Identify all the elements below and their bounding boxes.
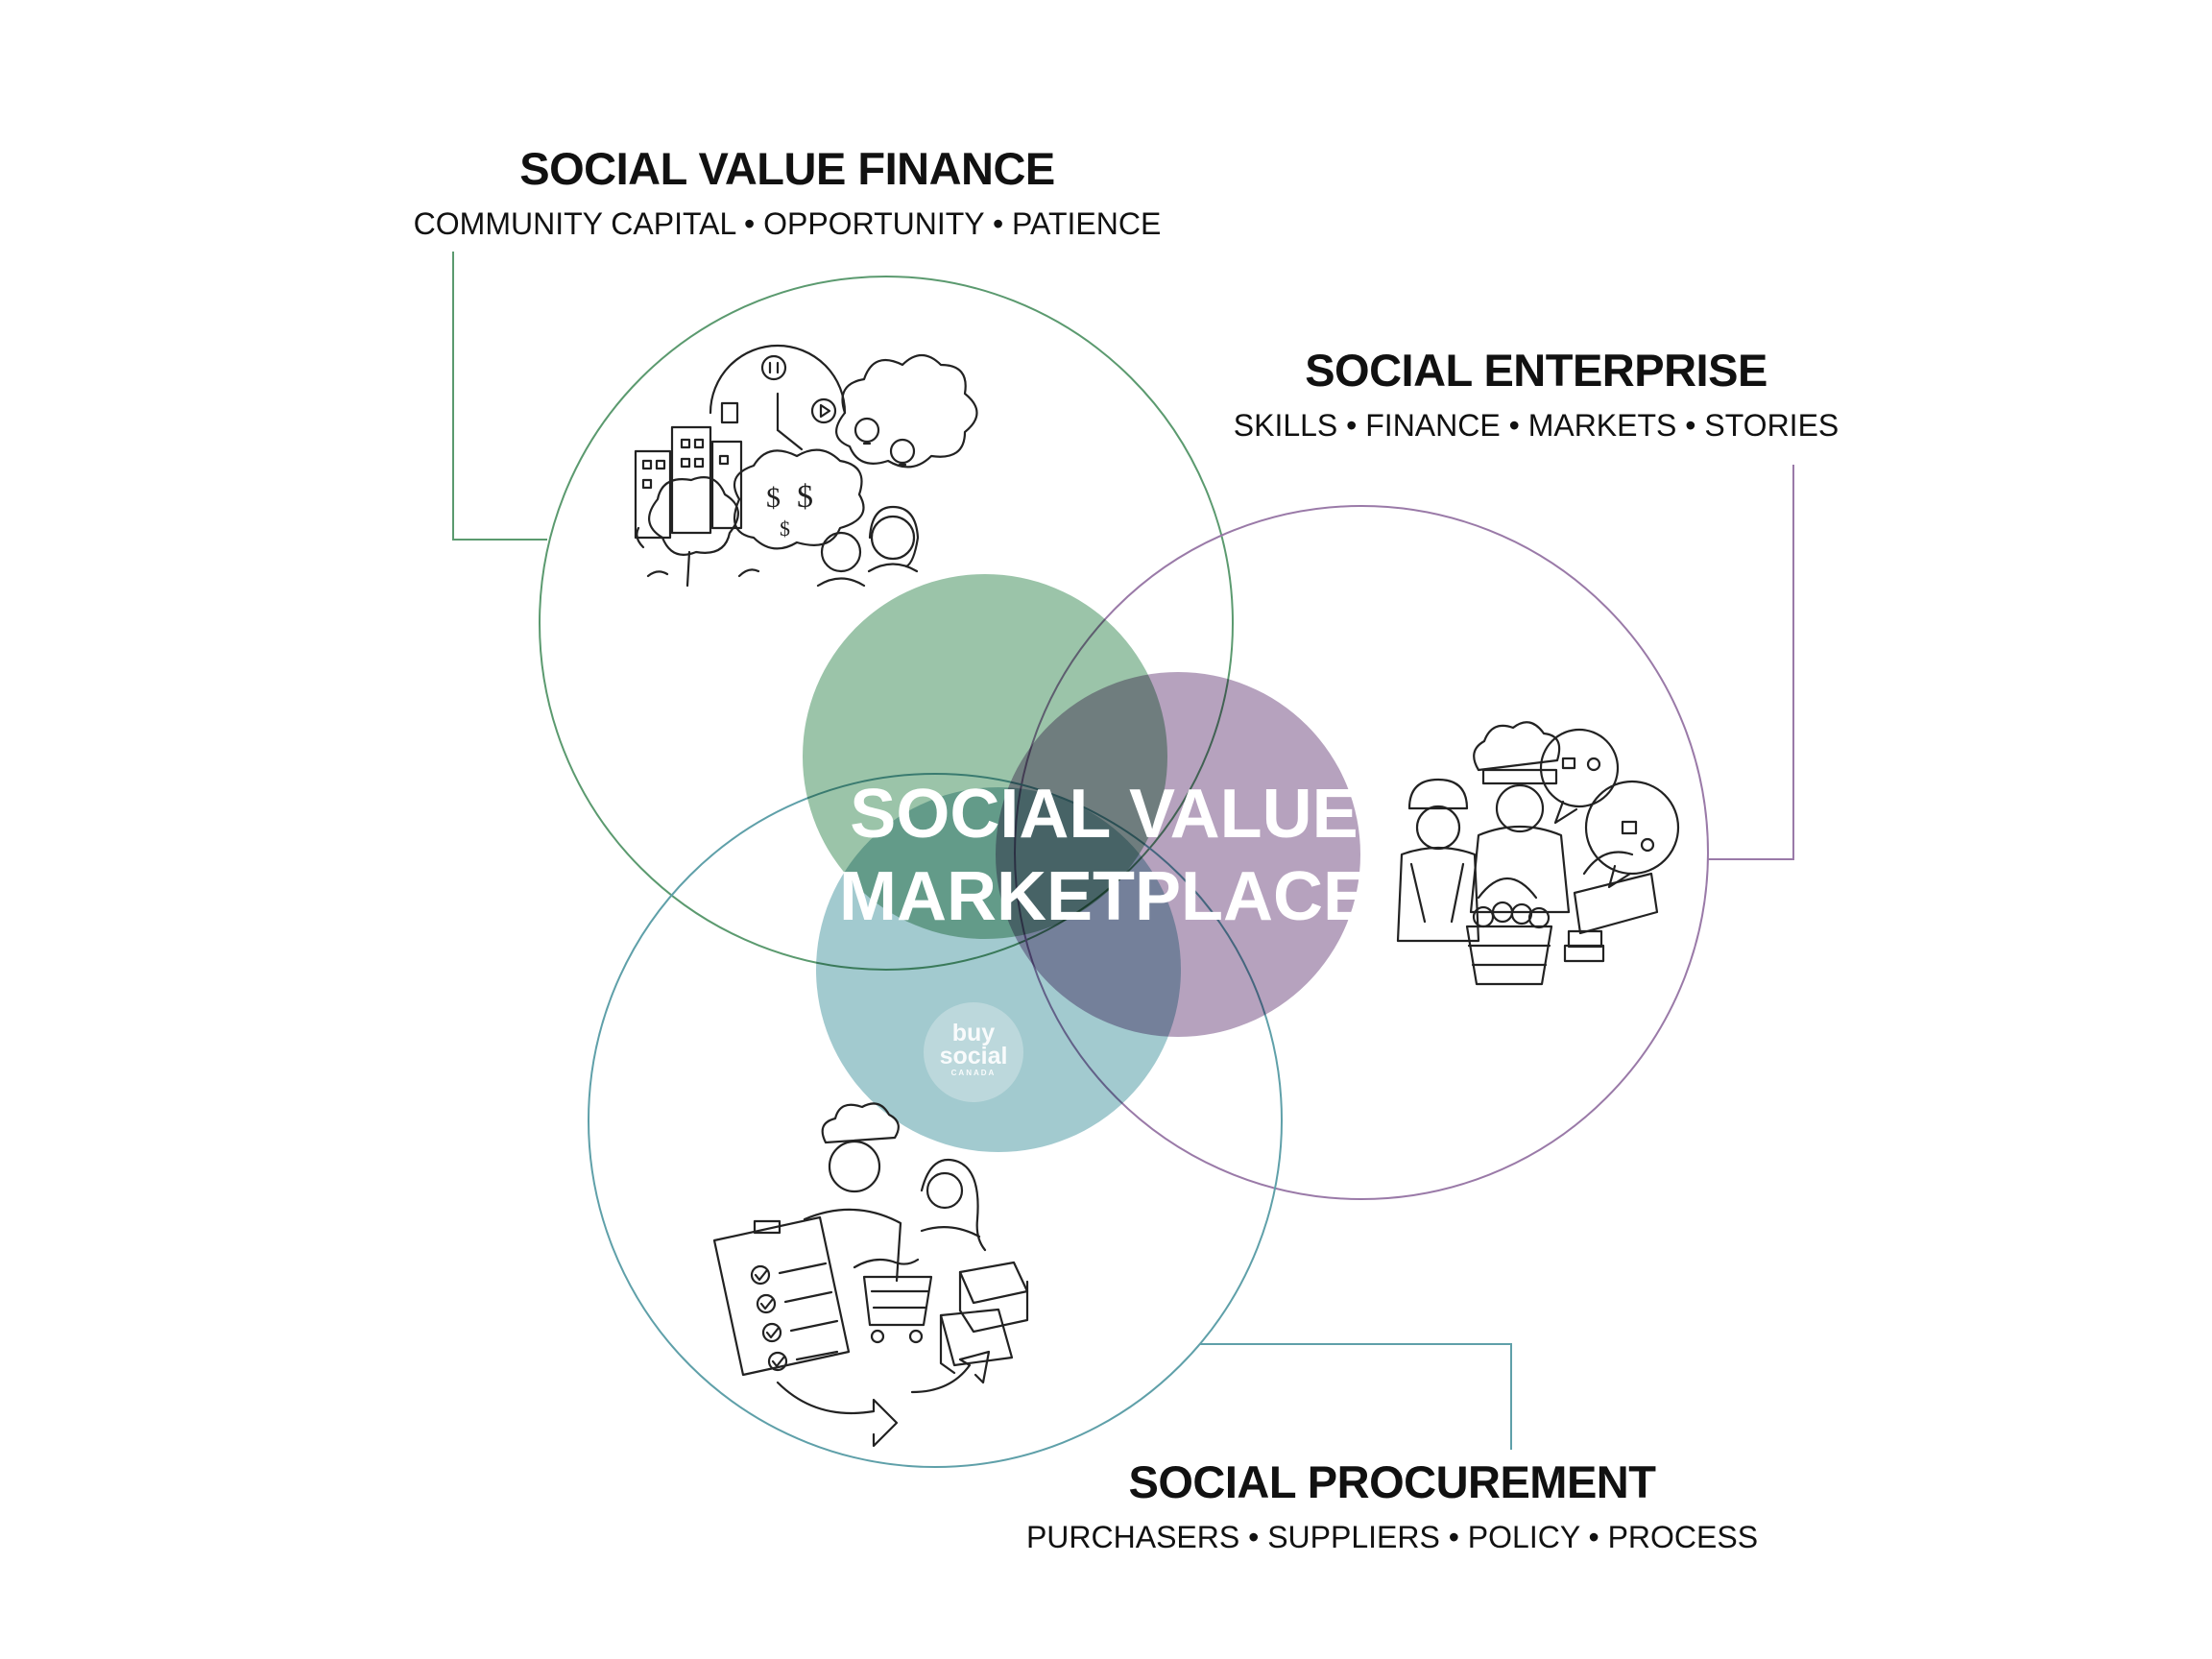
finance-label: SOCIAL VALUE FINANCE COMMUNITY CAPITAL •…	[365, 146, 1210, 239]
enterprise-illustration	[1396, 721, 1680, 986]
procurement-connector-line	[1200, 1343, 1512, 1450]
procurement-subtitle: PURCHASERS • SUPPLIERS • POLICY • PROCES…	[1025, 1520, 1759, 1554]
procurement-title: SOCIAL PROCUREMENT	[1128, 1456, 1656, 1507]
center-title-line1: SOCIAL VALUE	[850, 776, 1358, 853]
finance-connector-line	[452, 252, 547, 541]
svg-text:$: $	[797, 479, 813, 515]
central-venn	[803, 574, 1360, 1152]
svg-text:$: $	[780, 517, 790, 541]
procurement-label: SOCIAL PROCUREMENT PURCHASERS • SUPPLIER…	[970, 1459, 1815, 1552]
center-title-line2: MARKETPLACE	[839, 858, 1369, 935]
logo-line2: social	[939, 1043, 1008, 1070]
finance-title: SOCIAL VALUE FINANCE	[519, 143, 1055, 194]
buy-social-logo: buy social CANADA	[924, 1002, 1023, 1102]
svg-text:$: $	[766, 482, 781, 514]
enterprise-label: SOCIAL ENTERPRISE SKILLS • FINANCE • MAR…	[1104, 348, 1968, 441]
enterprise-subtitle: SKILLS • FINANCE • MARKETS • STORIES	[1233, 408, 1839, 443]
enterprise-title: SOCIAL ENTERPRISE	[1305, 345, 1767, 396]
procurement-illustration	[712, 1102, 1029, 1448]
logo-line3: CANADA	[950, 1069, 997, 1077]
center-title: SOCIAL VALUE MARKETPLACE	[797, 773, 1411, 938]
enterprise-connector-line	[1707, 465, 1794, 860]
finance-subtitle: COMMUNITY CAPITAL • OPPORTUNITY • PATIEN…	[413, 206, 1162, 241]
procurement-filled-circle	[816, 787, 1181, 1152]
logo-line1: buy	[951, 1020, 996, 1046]
finance-illustration: $ $ $	[634, 344, 978, 588]
